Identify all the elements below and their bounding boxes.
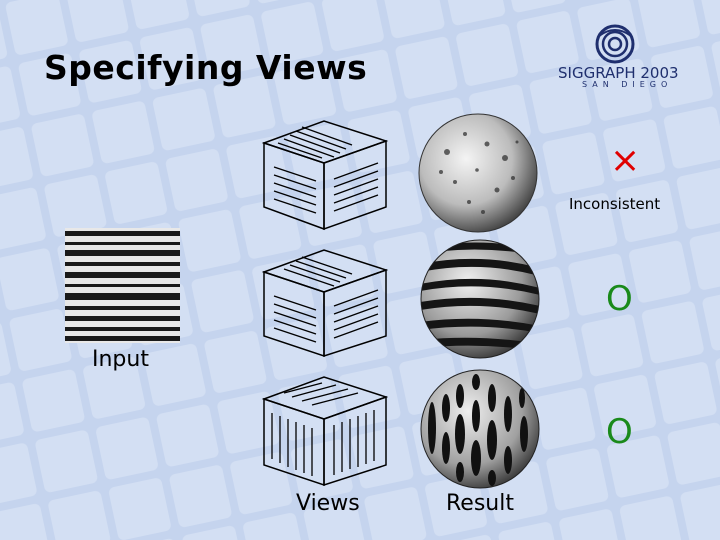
result-sphere-1 (417, 112, 539, 234)
inconsistent-x-icon: × (610, 143, 640, 179)
input-label: Input (92, 347, 149, 372)
view-cube-1 (262, 117, 388, 231)
inconsistent-label: Inconsistent (569, 195, 660, 213)
slide-title: Specifying Views (44, 48, 367, 87)
consistent-o-icon-2: O (606, 415, 633, 449)
view-cube-2 (262, 248, 388, 358)
view-cube-3 (262, 375, 388, 487)
result-sphere-3 (420, 368, 540, 490)
logo-subtext: SAN DIEGO (582, 80, 672, 89)
result-label: Result (446, 491, 514, 516)
consistent-o-icon-1: O (606, 282, 633, 316)
views-label: Views (296, 491, 360, 516)
input-texture-image (65, 228, 180, 343)
result-sphere-2 (420, 238, 540, 360)
